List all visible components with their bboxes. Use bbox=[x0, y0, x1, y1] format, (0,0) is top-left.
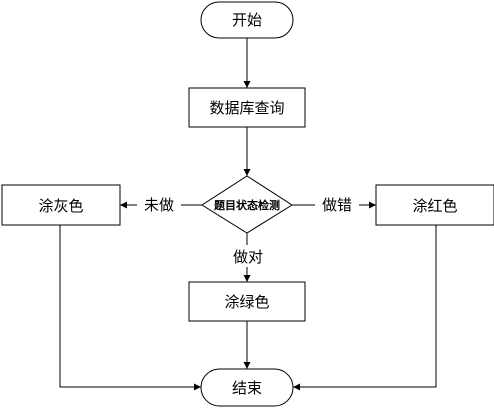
node-green-label: 涂绿色 bbox=[224, 293, 269, 311]
node-query: 数据库查询 bbox=[188, 87, 306, 128]
node-gray: 涂灰色 bbox=[1, 184, 121, 226]
node-start-label: 开始 bbox=[232, 11, 262, 29]
node-end: 结束 bbox=[200, 368, 294, 407]
node-red-label: 涂红色 bbox=[412, 197, 457, 215]
edge-label-right: 做对 bbox=[233, 248, 263, 266]
node-green: 涂绿色 bbox=[188, 281, 306, 322]
node-red: 涂红色 bbox=[375, 184, 494, 226]
node-start: 开始 bbox=[200, 1, 294, 39]
node-check-label: 题目状态检测 bbox=[214, 198, 280, 212]
edge-label-wrong: 做错 bbox=[322, 196, 352, 214]
node-end-label: 结束 bbox=[232, 379, 262, 397]
node-check: 题目状态检测 bbox=[201, 175, 293, 234]
node-gray-label: 涂灰色 bbox=[38, 197, 83, 215]
edge-red-to-end bbox=[293, 225, 437, 391]
node-query-label: 数据库查询 bbox=[209, 99, 284, 117]
edge-gray-to-end bbox=[59, 225, 201, 391]
edge-label-not-done: 未做 bbox=[144, 196, 174, 214]
